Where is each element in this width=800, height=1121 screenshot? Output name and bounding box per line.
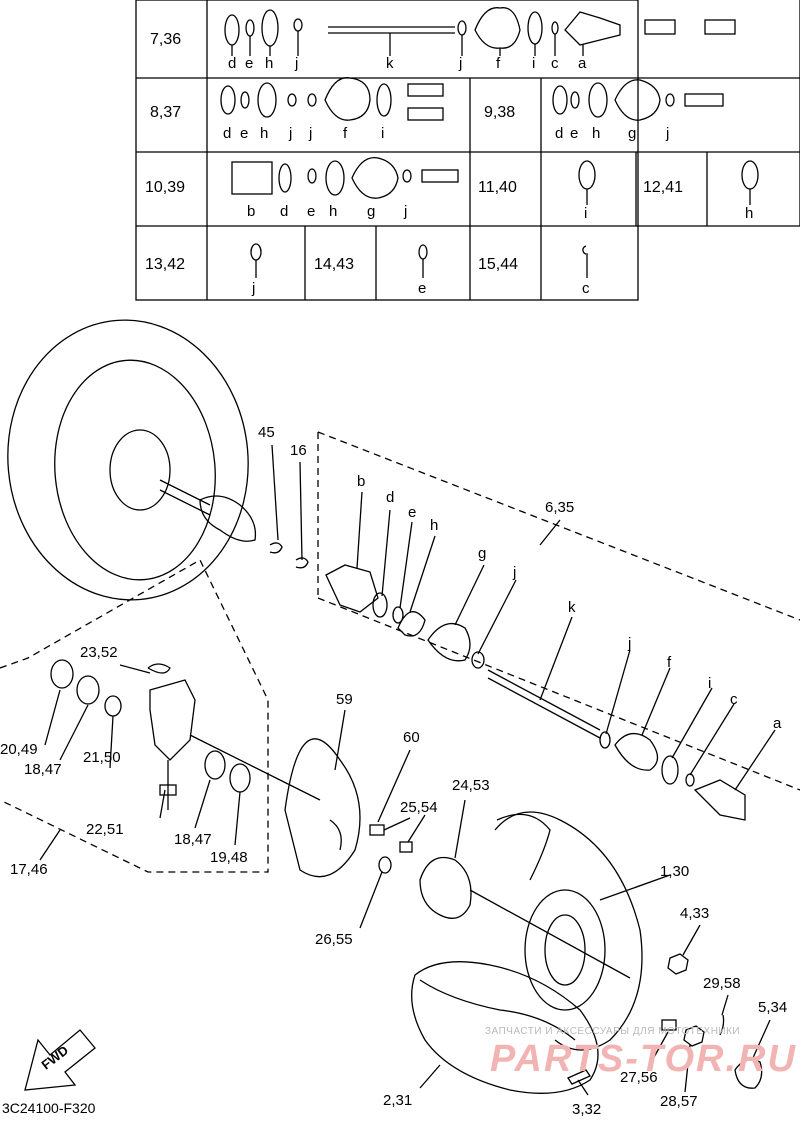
- row3-b: b: [247, 203, 256, 220]
- watermark-subtitle: ЗАПЧАСТИ И АКСЕССУАРЫ ДЛЯ МОТОТЕХНИКИ: [485, 1026, 741, 1037]
- callout-17-46: 17,46: [10, 861, 48, 878]
- row2b-h: h: [592, 125, 601, 142]
- row3-g: g: [367, 203, 376, 220]
- callout-e: e: [408, 504, 417, 521]
- callout-4-33: 4,33: [680, 905, 710, 922]
- callout-2-31: 2,31: [383, 1092, 413, 1109]
- callout-45: 45: [258, 424, 275, 441]
- callout-h: h: [430, 517, 439, 534]
- callout-20-49: 20,49: [0, 741, 38, 758]
- callout-23-52: 23,52: [80, 644, 118, 661]
- row1-i: i: [532, 55, 536, 72]
- callout-24-53: 24,53: [452, 777, 490, 794]
- ref-row2b: 9,38: [484, 104, 516, 121]
- callout-60: 60: [403, 729, 420, 746]
- ref-row4: 13,42: [145, 256, 186, 273]
- ref-row3b: 11,40: [478, 179, 517, 196]
- row1-e: e: [245, 55, 254, 72]
- callout-5-34: 5,34: [758, 999, 788, 1016]
- callout-j2: j: [628, 635, 632, 652]
- row1-c: c: [551, 55, 559, 72]
- callout-59: 59: [336, 691, 353, 708]
- row1-j2: j: [459, 55, 463, 72]
- row4b-e: e: [418, 280, 427, 297]
- callout-k: k: [568, 599, 576, 616]
- callout-16: 16: [290, 442, 307, 459]
- callout-a: a: [773, 715, 782, 732]
- row3-h: h: [329, 203, 338, 220]
- row3-d: d: [280, 203, 289, 220]
- row3c-h: h: [745, 205, 754, 222]
- callout-26-55: 26,55: [315, 931, 353, 948]
- callout-b: b: [357, 473, 366, 490]
- ref-row4c: 15,44: [478, 256, 519, 273]
- row2b-j: j: [666, 125, 670, 142]
- row2b-e: e: [570, 125, 579, 142]
- row2b-g: g: [628, 125, 637, 142]
- row2b-d: d: [555, 125, 564, 142]
- callout-1-30: 1,30: [660, 863, 690, 880]
- callout-18-47a: 18,47: [24, 761, 62, 778]
- callout-i: i: [708, 675, 712, 692]
- row1-h: h: [265, 55, 274, 72]
- callout-d: d: [386, 489, 395, 506]
- callout-29-58: 29,58: [703, 975, 741, 992]
- ref-row1: 7,36: [150, 31, 182, 48]
- row2-d: d: [223, 125, 232, 142]
- callout-22-51: 22,51: [86, 821, 124, 838]
- callout-6-35: 6,35: [545, 499, 575, 516]
- ref-row2: 8,37: [150, 104, 182, 121]
- row2-h: h: [260, 125, 269, 142]
- callout-28-57: 28,57: [660, 1093, 698, 1110]
- callout-c: c: [730, 691, 738, 708]
- row1-j: j: [295, 55, 299, 72]
- callout-27-56: 27,56: [620, 1069, 658, 1086]
- callout-21-50: 21,50: [83, 749, 121, 766]
- row3b-i: i: [584, 205, 588, 222]
- callout-3-32: 3,32: [572, 1101, 602, 1118]
- drawing-code: 3C24100-F320: [2, 1100, 96, 1116]
- row1-k: k: [386, 55, 394, 72]
- callout-25-54: 25,54: [400, 799, 438, 816]
- row2-j: j: [289, 125, 293, 142]
- row3-e: e: [307, 203, 316, 220]
- row2-e: e: [240, 125, 249, 142]
- row1-d: d: [228, 55, 237, 72]
- row3-j: j: [404, 203, 408, 220]
- row4-j: j: [252, 280, 256, 297]
- ref-row4b: 14,43: [314, 256, 355, 273]
- row1-a: a: [578, 55, 587, 72]
- ref-row3c: 12,41: [643, 179, 684, 196]
- row4c-c: c: [582, 280, 590, 297]
- row2-j2: j: [309, 125, 313, 142]
- row2-i: i: [381, 125, 385, 142]
- callout-18-47b: 18,47: [174, 831, 212, 848]
- callout-g: g: [478, 545, 487, 562]
- row1-f: f: [496, 55, 501, 72]
- callout-19-48: 19,48: [210, 849, 248, 866]
- callout-f: f: [667, 654, 672, 671]
- callout-j1: j: [513, 564, 517, 581]
- row2-f: f: [343, 125, 348, 142]
- watermark-logo: PARTS-TOR.RU: [490, 1038, 797, 1080]
- ref-row3: 10,39: [145, 179, 186, 196]
